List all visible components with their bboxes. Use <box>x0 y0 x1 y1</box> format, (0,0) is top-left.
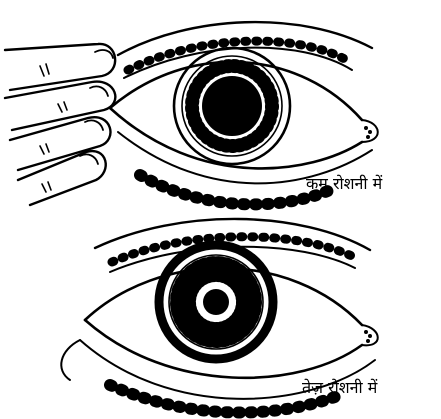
outer-lash-curl <box>61 340 80 380</box>
pupil-dilated <box>202 76 262 136</box>
fingers <box>5 44 115 205</box>
caption-low-light: कम रोशनी में <box>306 176 382 192</box>
pupil-constricted <box>203 289 229 315</box>
caption-bright-light: तेज़ रोशनी में <box>302 380 377 396</box>
